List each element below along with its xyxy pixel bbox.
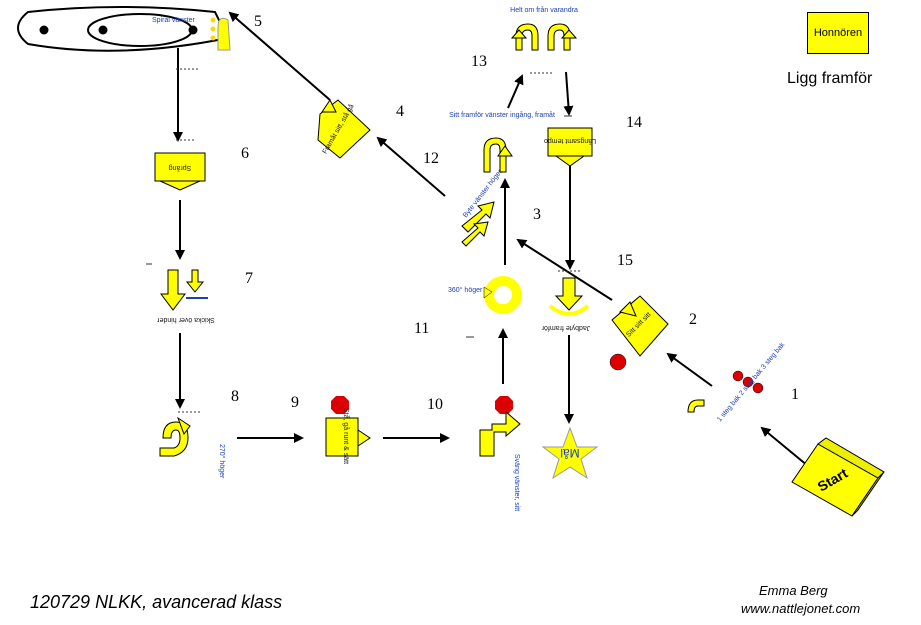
stop-sign-9 bbox=[331, 396, 349, 414]
spiral-sign: Spiral vänster bbox=[17, 6, 231, 52]
author-name: Emma Berg bbox=[759, 583, 828, 598]
jadbyte-arrow-icon bbox=[554, 277, 584, 311]
station-number-8: 8 bbox=[231, 388, 239, 405]
arrow-4-to-5 bbox=[228, 11, 331, 101]
arrow-13-to-14 bbox=[563, 71, 574, 116]
spiral-arrow-icon bbox=[217, 17, 231, 51]
down-arrow-icon bbox=[160, 269, 186, 311]
stop-dot-1b bbox=[742, 376, 754, 388]
star-icon bbox=[541, 426, 599, 480]
circle-arrow-icon bbox=[483, 286, 493, 299]
turn360-label: 360° höger bbox=[448, 286, 483, 294]
station-number-10: 10 bbox=[427, 396, 443, 413]
sitt-framfor-sign: Sitt framför vänster ingång, framåt bbox=[449, 111, 555, 173]
diagonal-arrow-small-icon bbox=[461, 221, 489, 247]
arrow-start-to-1 bbox=[760, 426, 809, 467]
start-sign: Start bbox=[791, 437, 885, 517]
turn270-label: 270° höger bbox=[218, 444, 226, 479]
station-number-2: 2 bbox=[689, 311, 697, 328]
helt-om-label: Helt om från varandra bbox=[510, 6, 578, 14]
station-number-4: 4 bbox=[396, 103, 404, 120]
sign-dashes bbox=[146, 68, 580, 413]
station-number-11: 11 bbox=[414, 320, 430, 337]
arrow-12-to-13 bbox=[507, 74, 524, 109]
spiral-pole-middle bbox=[98, 25, 108, 35]
u-turn-right-icon bbox=[547, 23, 571, 51]
arrow-2-to-3 bbox=[516, 238, 613, 301]
sprang-sign: Språng bbox=[154, 152, 206, 191]
sprang-label: Språng bbox=[169, 164, 192, 172]
turn270-arrow-icon bbox=[159, 421, 189, 457]
station-number-5: 5 bbox=[254, 13, 262, 30]
sitt-framfor-label: Sitt framför vänster ingång, framåt bbox=[449, 111, 555, 119]
station-number-7: 7 bbox=[245, 270, 253, 287]
station-number-3: 3 bbox=[533, 206, 541, 223]
skicka-label: Skicka över hinder bbox=[157, 316, 215, 323]
turn-left-arrow-icon bbox=[479, 410, 521, 457]
station-number-12: 12 bbox=[423, 150, 439, 167]
langsamt-sign: Långsamt tempo bbox=[544, 127, 596, 167]
station-number-9: 9 bbox=[291, 394, 299, 411]
stop-dot-2 bbox=[609, 353, 627, 371]
stall-sign: Stå, gå runt & sätt bbox=[325, 396, 371, 464]
arrow-3-to-4 bbox=[376, 136, 446, 197]
spiral-pole-right bbox=[188, 25, 198, 35]
byte-sign: Byte vänster höger bbox=[461, 168, 504, 247]
ligg-framfor-label: Ligg framför bbox=[787, 70, 873, 87]
course-arrows bbox=[173, 11, 809, 467]
mal-label: Mål bbox=[560, 446, 579, 460]
sign-2: Sitt sitt sitt bbox=[609, 295, 669, 371]
helt-om-sign: Helt om från varandra bbox=[510, 6, 578, 51]
station-number-13: 13 bbox=[471, 53, 487, 70]
station-number-1: 1 bbox=[791, 386, 799, 403]
arrow-1-to-2 bbox=[666, 352, 713, 387]
mal-sign: Mål bbox=[541, 426, 599, 480]
turn-back-icon bbox=[687, 399, 705, 413]
langsamt-label: Långsamt tempo bbox=[544, 137, 596, 145]
station-number-6: 6 bbox=[241, 145, 249, 162]
honnoren-sign: Honnören bbox=[807, 12, 869, 54]
station-number-15: 15 bbox=[617, 252, 633, 269]
stop-dot-1a bbox=[732, 370, 744, 382]
stall-label: Stå, gå runt & sätt bbox=[342, 408, 350, 464]
svang-label: Sväng vänster, sitt bbox=[513, 454, 520, 511]
u-turn-arrow-icon bbox=[483, 137, 507, 173]
skicka-sign: Skicka över hinder bbox=[157, 269, 215, 323]
sign-1: 1 steg bak 2 steg bak 3 steg bak bbox=[687, 341, 787, 423]
turn270-sign: 270° höger bbox=[159, 416, 226, 479]
stop-sign-10 bbox=[495, 396, 513, 414]
turn360-sign: 360° höger bbox=[448, 276, 522, 314]
stop-dot-1c bbox=[752, 382, 764, 394]
diagonal-arrow-icon bbox=[461, 201, 495, 233]
course-title: 120729 NLKK, avancerad klass bbox=[30, 592, 283, 612]
jadbyte-label: Jadbyte framför bbox=[541, 324, 590, 331]
spiral-label: Spiral vänster bbox=[152, 17, 195, 24]
jadbyte-sign: Jadbyte framför bbox=[541, 277, 590, 331]
sign-4: Framåt sitt, stå gå bbox=[317, 99, 371, 159]
spiral-pole-left bbox=[39, 25, 49, 35]
small-down-arrow-icon bbox=[185, 269, 205, 293]
svang-sign: Sväng vänster, sitt bbox=[479, 396, 521, 511]
website-link: www.nattlejonet.com bbox=[741, 601, 861, 616]
u-turn-left-icon bbox=[515, 23, 539, 51]
sign1-label: 1 steg bak 2 steg bak 3 steg bak bbox=[716, 341, 786, 423]
station-number-14: 14 bbox=[626, 114, 642, 131]
